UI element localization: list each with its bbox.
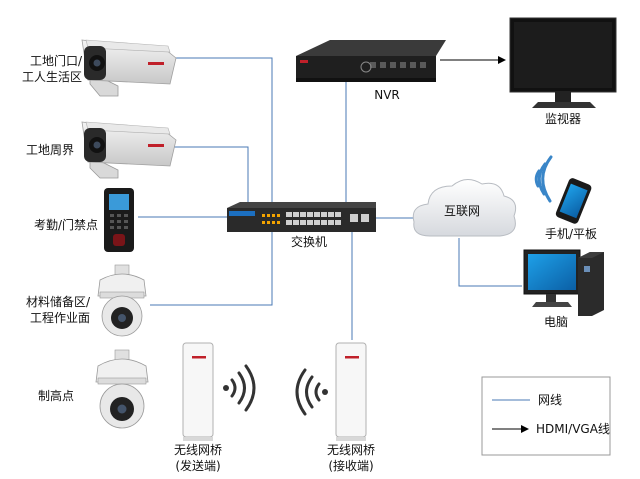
bullet-camera-icon bbox=[81, 121, 177, 179]
label-dome-high: 制高点 bbox=[37, 389, 74, 403]
monitor-icon bbox=[509, 17, 617, 108]
computer-icon bbox=[523, 249, 604, 316]
line-pc bbox=[458, 238, 522, 287]
wireless-bridge-icon bbox=[182, 342, 214, 441]
label-attendance: 考勤/门禁点 bbox=[33, 218, 98, 232]
dome-camera-icon bbox=[97, 264, 147, 337]
legend-network-label: 网线 bbox=[538, 393, 563, 407]
label-nvr: NVR bbox=[374, 88, 400, 102]
switch-icon bbox=[227, 202, 376, 232]
phone-icon bbox=[555, 178, 592, 224]
cloud-icon bbox=[412, 179, 517, 237]
label-switch: 交换机 bbox=[290, 235, 327, 249]
bullet-camera-icon bbox=[81, 39, 177, 97]
label-bridge-recv: 无线网桥 (接收端) bbox=[326, 443, 375, 473]
label-bridge-send: 无线网桥 (发送端) bbox=[173, 443, 222, 473]
wireless-bridge-icon bbox=[335, 342, 367, 441]
line-camera-perimeter bbox=[172, 146, 249, 207]
legend-hdmi-label: HDMI/VGA线 bbox=[536, 422, 610, 436]
nvr-icon bbox=[296, 40, 446, 82]
label-pc: 电脑 bbox=[543, 315, 568, 329]
label-dome-storage: 材料储备区/ 工程作业面 bbox=[25, 295, 90, 325]
line-dome-storage bbox=[150, 232, 273, 306]
legend bbox=[481, 376, 611, 456]
label-internet: 互联网 bbox=[443, 204, 480, 218]
label-phone: 手机/平板 bbox=[544, 227, 598, 241]
wifi-icon bbox=[534, 155, 553, 203]
network-lines bbox=[138, 57, 522, 340]
label-camera-perimeter: 工地周界 bbox=[25, 143, 74, 157]
label-camera-gate: 工地门口/ 工人生活区 bbox=[21, 54, 82, 84]
access-terminal-icon bbox=[104, 188, 134, 252]
label-monitor: 监视器 bbox=[544, 112, 581, 126]
dome-camera-icon bbox=[95, 349, 149, 429]
wifi-signal-icon bbox=[223, 364, 256, 412]
line-camera-gate bbox=[172, 57, 273, 212]
wifi-signal-icon bbox=[295, 368, 328, 416]
